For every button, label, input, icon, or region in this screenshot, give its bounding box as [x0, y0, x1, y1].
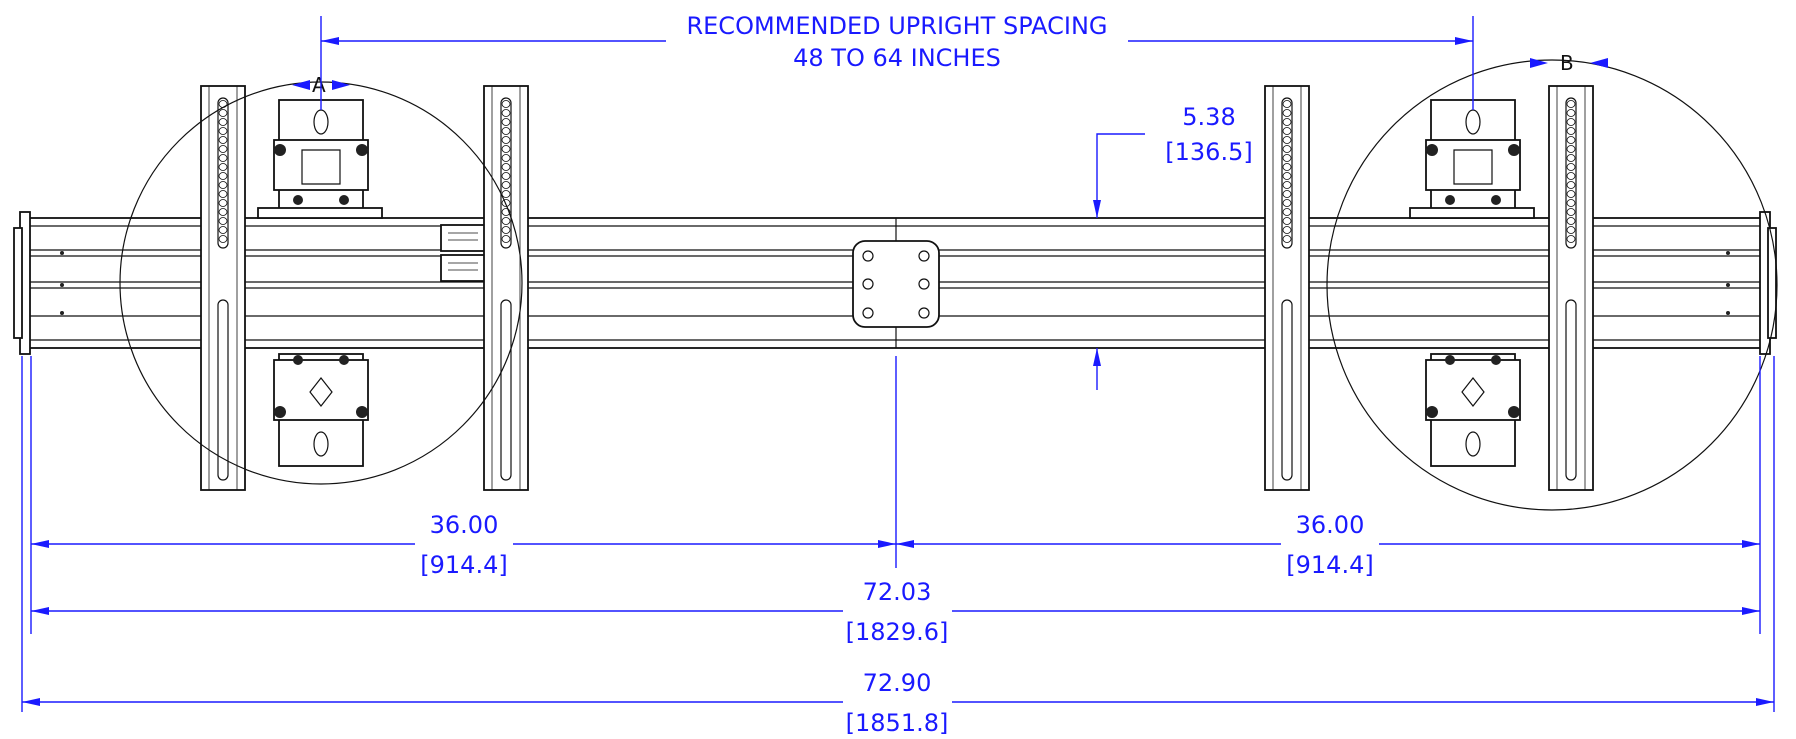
upright-hole — [1566, 118, 1576, 126]
upright-hole — [218, 118, 228, 126]
upright-hole — [218, 109, 228, 117]
upright-hole — [501, 181, 511, 189]
upright-hole — [218, 226, 228, 234]
dim-right-half: 36.00 [914.4] — [896, 511, 1760, 579]
upright-hole — [218, 136, 228, 144]
left-top-bracket — [257, 99, 383, 219]
detail-label-b: B — [1560, 51, 1574, 75]
upright-hole — [1566, 199, 1576, 207]
dim-overall-length: 72.90 [1851.8] — [22, 669, 1774, 737]
upright-hole — [501, 226, 511, 234]
upright-hole — [1566, 100, 1576, 108]
detail-label-a: A — [312, 73, 326, 97]
upright-hole — [1282, 172, 1292, 180]
upright-2 — [483, 85, 529, 491]
upright-hole — [218, 235, 228, 243]
detail-circle-b — [1326, 59, 1778, 511]
upright-hole — [1282, 190, 1292, 198]
upright-3 — [1264, 85, 1310, 491]
upright-hole — [1566, 163, 1576, 171]
upright-hole — [1566, 226, 1576, 234]
upright-hole — [501, 199, 511, 207]
upright-hole — [1566, 154, 1576, 162]
upright-hole — [1566, 172, 1576, 180]
dim-upright-spacing: RECOMMENDED UPRIGHT SPACING 48 TO 64 INC… — [320, 12, 1474, 110]
upright-hole — [501, 127, 511, 135]
upright-hole — [1282, 154, 1292, 162]
height-mm: [136.5] — [1165, 138, 1252, 166]
upright-hole — [1282, 109, 1292, 117]
upright-hole — [218, 163, 228, 171]
right-top-bracket — [1409, 99, 1535, 219]
upright-hole — [1282, 145, 1292, 153]
upright-hole — [501, 190, 511, 198]
upright-hole — [1566, 145, 1576, 153]
upright-hole — [1282, 118, 1292, 126]
upright-hole — [501, 217, 511, 225]
upright-hole — [218, 217, 228, 225]
upright-hole — [501, 118, 511, 126]
spacing-note-line1: RECOMMENDED UPRIGHT SPACING — [686, 12, 1107, 40]
upright-hole — [501, 109, 511, 117]
right-half-in: 36.00 — [1296, 511, 1365, 539]
upright-hole — [1282, 226, 1292, 234]
upright-hole — [1282, 100, 1292, 108]
rail-length-mm: [1829.6] — [846, 618, 949, 646]
center-mount-plate — [852, 240, 940, 328]
spacing-note-line2: 48 TO 64 INCHES — [793, 44, 1001, 72]
upright-hole — [1566, 190, 1576, 198]
rail-length-in: 72.03 — [863, 578, 932, 606]
upright-hole — [1566, 109, 1576, 117]
upright-hole — [218, 100, 228, 108]
upright-hole — [1566, 136, 1576, 144]
overall-length-mm: [1851.8] — [846, 709, 949, 737]
upright-hole — [1282, 163, 1292, 171]
upright-hole — [1566, 181, 1576, 189]
upright-hole — [218, 181, 228, 189]
upright-hole — [501, 235, 511, 243]
upright-4 — [1548, 85, 1594, 491]
upright-hole — [218, 208, 228, 216]
upright-hole — [218, 154, 228, 162]
upright-hole — [1282, 208, 1292, 216]
height-in: 5.38 — [1182, 103, 1235, 131]
upright-hole — [501, 154, 511, 162]
upright-hole — [501, 208, 511, 216]
upright-hole — [1282, 181, 1292, 189]
upright-hole — [501, 145, 511, 153]
upright-hole — [1566, 127, 1576, 135]
upright-hole — [1566, 217, 1576, 225]
upright-hole — [1282, 127, 1292, 135]
upright-hole — [218, 145, 228, 153]
upright-1 — [200, 85, 246, 491]
left-bottom-bracket — [273, 353, 369, 467]
upright-hole — [1282, 235, 1292, 243]
left-half-in: 36.00 — [430, 511, 499, 539]
upright-hole — [501, 136, 511, 144]
overall-length-in: 72.90 — [863, 669, 932, 697]
upright-hole — [501, 100, 511, 108]
upright-hole — [501, 163, 511, 171]
upright-hole — [218, 127, 228, 135]
upright-hole — [1282, 199, 1292, 207]
right-half-mm: [914.4] — [1286, 551, 1373, 579]
upright-hole — [1566, 208, 1576, 216]
left-half-mm: [914.4] — [420, 551, 507, 579]
dim-rail-length: 72.03 [1829.6] — [31, 578, 1760, 646]
upright-hole — [501, 172, 511, 180]
upright-hole — [218, 172, 228, 180]
upright-hole — [218, 199, 228, 207]
upright-hole — [218, 190, 228, 198]
upright-hole — [1282, 136, 1292, 144]
dim-height: 5.38 [136.5] — [1093, 103, 1253, 390]
upright-hole — [1566, 235, 1576, 243]
upright-hole — [1282, 217, 1292, 225]
extension-lines — [21, 356, 1775, 712]
right-bottom-bracket — [1425, 353, 1521, 467]
dim-left-half: 36.00 [914.4] — [31, 511, 896, 579]
